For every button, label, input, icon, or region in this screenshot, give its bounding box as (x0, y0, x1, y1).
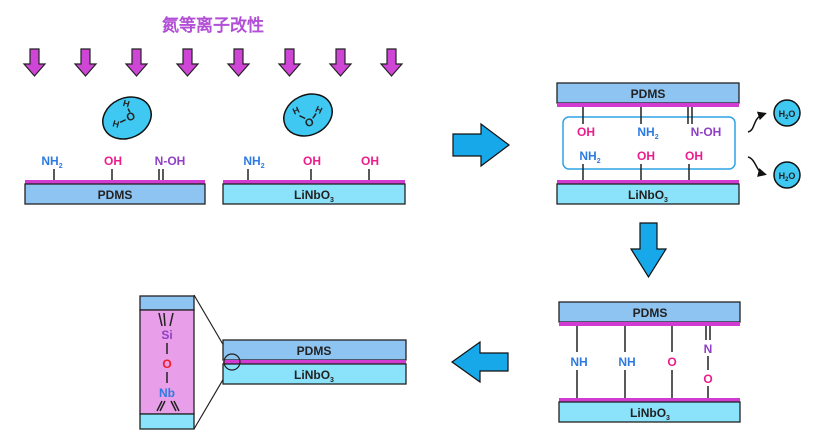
niobium-atom: Nb (159, 386, 175, 400)
svg-text:H2O: H2O (779, 171, 796, 183)
svg-text:H: H (122, 98, 131, 109)
plasma-layer (559, 322, 740, 326)
step1-pdms: O H H PDMS NH2 OH N-OH (24, 96, 206, 205)
plasma-arrow-icon (226, 48, 251, 77)
amine-link: NH (570, 355, 587, 369)
water-molecule-icon: O H H (102, 96, 152, 140)
plasma-arrow-icon (73, 48, 98, 77)
plasma-arrow-icon (22, 48, 47, 77)
hydroxyl-group: OH (303, 154, 321, 168)
hydroxyl-group: OH (104, 154, 122, 168)
plasma-arrows (22, 48, 404, 77)
zoom-circle (223, 353, 241, 371)
process-arrow-left-icon (450, 340, 509, 384)
amine-group: NH2 (637, 125, 658, 141)
bonded-interface-layer (223, 360, 406, 364)
linbo3-substrate (558, 401, 741, 423)
amine-group: NH2 (41, 154, 62, 170)
plasma-arrow-icon (379, 48, 404, 77)
nitrogen-link: N (704, 342, 713, 356)
water-byproduct-icon: H2O (773, 161, 801, 189)
linbo3-label: LiNbO3 (294, 368, 334, 384)
plasma-layer (223, 180, 405, 184)
reaction-zone (562, 116, 736, 170)
linbo3-substrate (556, 183, 740, 205)
hydroxyl-group: OH (577, 125, 595, 139)
amine-group: NH2 (579, 149, 600, 165)
step1-linbo3: O H H LiNbO3 NH2 OH OH (222, 93, 406, 205)
plasma-arrow-icon (328, 48, 353, 77)
linbo3-label: LiNbO3 (630, 406, 670, 422)
pdms-label: PDMS (631, 87, 666, 101)
pdms-label: PDMS (633, 306, 668, 320)
linbo3-label: LiNbO3 (294, 188, 334, 204)
step3-bonded: PDMS NH NH O N O LiNbO3 (558, 301, 741, 423)
linbo3-substrate (222, 363, 407, 385)
pdms-substrate (24, 183, 206, 205)
amine-link: NH (618, 355, 635, 369)
hydroxyl-group: OH (361, 154, 379, 168)
svg-text:H: H (111, 118, 120, 129)
pdms-label: PDMS (297, 344, 332, 358)
plasma-layer (557, 103, 739, 107)
step4-final: Si O Nb PDMS LiNbO3 (139, 294, 407, 430)
hydroxyl-group: OH (685, 149, 703, 163)
plasma-arrow-icon (124, 48, 149, 77)
release-arrow-icon (747, 156, 767, 177)
svg-text:H: H (291, 105, 301, 117)
linbo3-label: LiNbO3 (628, 188, 668, 204)
release-arrow-icon (747, 111, 767, 133)
plasma-layer (559, 398, 740, 402)
step2-contact: PDMS OH NH2 N-OH NH2 OH OH LiNbO3 H2O H2… (556, 82, 801, 205)
silicon-atom: Si (161, 328, 172, 342)
plasma-modification-title: 氮等离子改性 (162, 15, 264, 36)
process-arrow-right-icon (452, 122, 510, 168)
plasma-layer (557, 180, 739, 184)
water-molecule-icon: O H H (283, 93, 333, 137)
amine-group: NH2 (243, 154, 264, 170)
oxygen-link: O (703, 372, 712, 386)
pdms-label: PDMS (98, 188, 133, 202)
zoom-interface (139, 309, 195, 415)
oxime-group: N-OH (155, 154, 186, 168)
svg-text:H: H (314, 104, 324, 116)
oxygen-atom: O (162, 357, 171, 371)
plasma-arrow-icon (175, 48, 200, 77)
oxime-group: N-OH (691, 125, 722, 139)
plasma-layer (25, 180, 205, 184)
zoom-linbo3 (139, 413, 195, 430)
linbo3-substrate (222, 183, 406, 205)
plasma-arrow-icon (277, 48, 302, 77)
water-byproduct-icon: H2O (773, 99, 801, 127)
hydroxyl-group: OH (637, 149, 655, 163)
zoom-pdms (139, 295, 195, 311)
oxygen-link: O (667, 355, 676, 369)
svg-text:H2O: H2O (779, 109, 796, 121)
process-arrow-down-icon (629, 222, 668, 279)
